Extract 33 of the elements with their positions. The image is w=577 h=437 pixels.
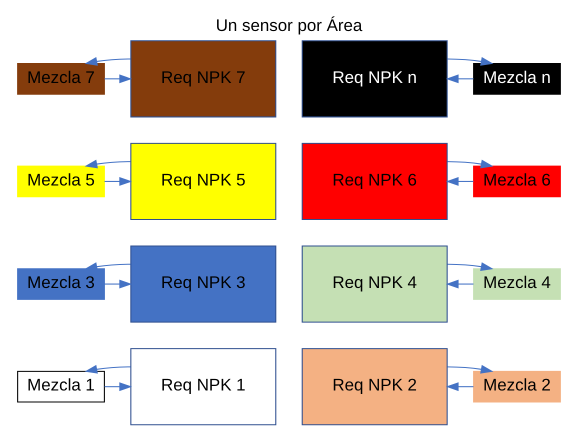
- node-box: Req NPK 3: [130, 244, 276, 322]
- arrow: [84, 262, 130, 270]
- node-box: Mezcla 5: [16, 165, 104, 197]
- node-box: Mezcla 7: [16, 62, 104, 94]
- arrow: [445, 382, 473, 391]
- node-box: Req NPK 5: [130, 142, 276, 220]
- arrow: [445, 279, 473, 288]
- arrow: [104, 279, 132, 288]
- node-box: Mezcla 2: [472, 370, 560, 402]
- arrow: [104, 382, 132, 391]
- node-box: Req NPK 6: [301, 142, 448, 220]
- arrow: [104, 176, 132, 186]
- node-box: Req NPK 4: [301, 244, 448, 322]
- node-box: Mezcla 6: [472, 165, 560, 197]
- node-box: Req NPK n: [301, 40, 448, 117]
- arrow: [445, 74, 473, 83]
- arrow: [84, 159, 130, 168]
- node-box: Mezcla n: [472, 62, 560, 94]
- node-box: Mezcla 1: [16, 370, 104, 402]
- arrow: [84, 364, 130, 374]
- node-box: Req NPK 1: [130, 348, 276, 425]
- diagram-title: Un sensor por Área: [215, 16, 362, 35]
- node-box: Req NPK 7: [130, 40, 276, 117]
- arrow: [445, 176, 473, 186]
- arrow: [446, 159, 493, 168]
- arrow: [446, 56, 493, 66]
- arrow: [84, 56, 130, 66]
- node-box: Req NPK 2: [301, 348, 448, 425]
- node-box: Mezcla 3: [16, 268, 104, 300]
- node-box: Mezcla 4: [472, 268, 560, 300]
- arrow: [446, 364, 493, 374]
- arrow: [446, 262, 493, 270]
- arrow: [104, 74, 132, 83]
